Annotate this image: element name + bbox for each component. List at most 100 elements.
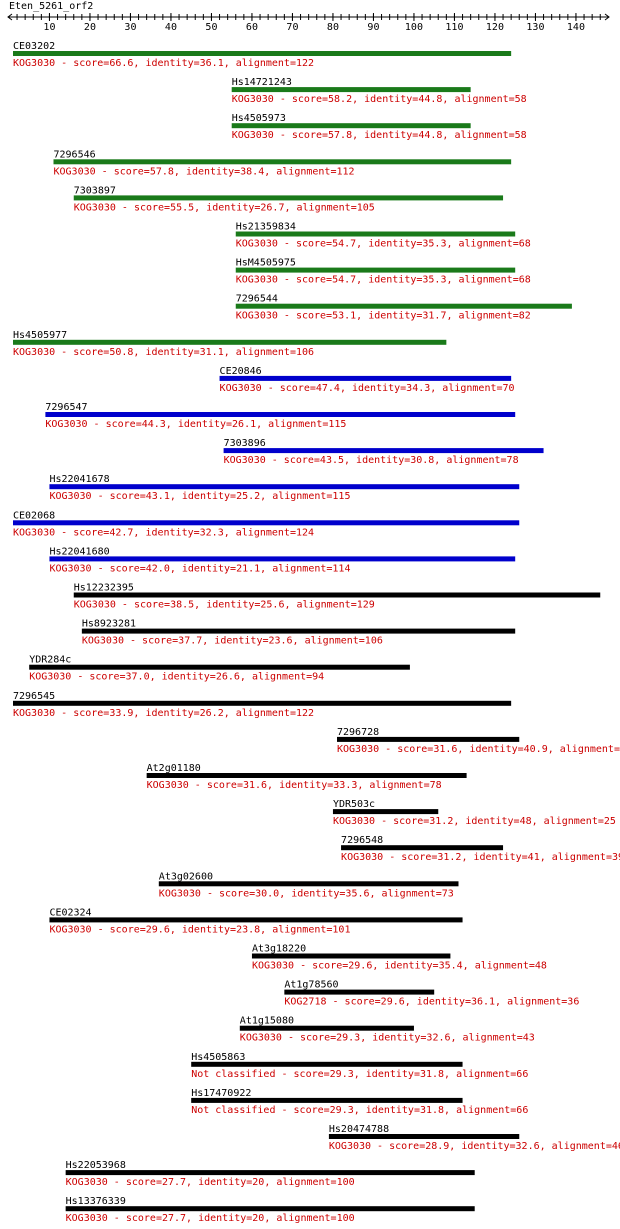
hit-bar[interactable]: [239, 1025, 414, 1031]
hit-bar[interactable]: [73, 592, 601, 598]
hit-bar[interactable]: [158, 881, 459, 887]
hit-bar[interactable]: [328, 1134, 520, 1139]
hit-id-label: Hs22041678: [49, 474, 109, 485]
ruler-tick-label: 40: [165, 22, 177, 33]
hit-description: KOG3030 - score=31.6, identity=33.3, ali…: [147, 780, 442, 791]
hit-description: KOG3030 - score=50.8, identity=31.1, ali…: [13, 347, 314, 358]
hit-description: KOG3030 - score=30.0, identity=35.6, ali…: [159, 888, 454, 899]
hit-id-label: At2g01180: [147, 763, 201, 774]
ruler-tick-label: 130: [526, 22, 544, 33]
hit-description: KOG3030 - score=54.7, identity=35.3, ali…: [236, 275, 531, 286]
hit-bar[interactable]: [191, 1061, 463, 1067]
hit-description: KOG3030 - score=57.8, identity=38.4, ali…: [54, 166, 355, 177]
hit-id-label: 7296545: [13, 691, 55, 702]
hit-bar[interactable]: [65, 1206, 475, 1212]
hit-bar[interactable]: [13, 51, 512, 56]
hit-id-label: Hs4505977: [13, 330, 67, 341]
hit-bar[interactable]: [13, 700, 512, 706]
hit-bar[interactable]: [49, 556, 516, 562]
hit-id-label: 7303897: [74, 185, 116, 196]
hit-description: Not classified - score=29.3, identity=31…: [191, 1069, 528, 1080]
hit-description: KOG3030 - score=66.6, identity=36.1, ali…: [13, 58, 314, 69]
hit-id-label: 7296544: [236, 294, 278, 305]
hit-id-label: 7303896: [224, 438, 266, 449]
hit-bar[interactable]: [49, 484, 520, 490]
hit-description: KOG3030 - score=55.5, identity=26.7, ali…: [74, 202, 375, 213]
ruler-tick-label: 60: [246, 22, 258, 33]
hit-id-label: Hs4505863: [191, 1052, 245, 1063]
hit-bar[interactable]: [146, 773, 467, 778]
hit-bar[interactable]: [65, 1170, 475, 1176]
hit-bar[interactable]: [223, 448, 544, 454]
hit-description: KOG3030 - score=37.0, identity=26.6, ali…: [29, 672, 324, 683]
hit-id-label: 7296548: [341, 835, 383, 846]
hit-id-label: YDR503c: [333, 799, 375, 810]
hit-bar[interactable]: [284, 989, 435, 995]
hit-bar[interactable]: [49, 917, 463, 923]
hit-bar[interactable]: [231, 87, 471, 93]
hit-bar[interactable]: [29, 664, 410, 670]
ruler-arrow-left: [7, 13, 13, 21]
hit-description: KOG3030 - score=33.9, identity=26.2, ali…: [13, 708, 314, 719]
hit-description: KOG3030 - score=27.7, identity=20, align…: [66, 1213, 355, 1224]
hit-description: Not classified - score=29.3, identity=31…: [191, 1105, 528, 1116]
hit-id-label: Hs8923281: [82, 619, 136, 630]
hit-bar[interactable]: [81, 628, 516, 634]
hit-bar[interactable]: [219, 375, 512, 381]
hit-description: KOG3030 - score=44.3, identity=26.1, ali…: [45, 419, 346, 430]
ruler-tick-label: 20: [84, 22, 96, 33]
hit-bar[interactable]: [235, 303, 572, 309]
hit-description: KOG3030 - score=37.7, identity=23.6, ali…: [82, 636, 383, 647]
hit-bar[interactable]: [13, 520, 520, 526]
hit-description: KOG3030 - score=58.2, identity=44.8, ali…: [232, 94, 527, 105]
hit-id-label: Hs22053968: [66, 1160, 126, 1171]
hit-id-label: Hs20474788: [329, 1124, 389, 1135]
hit-id-label: Hs22041680: [49, 546, 109, 557]
hit-bar[interactable]: [45, 412, 516, 417]
hit-bar[interactable]: [235, 231, 516, 237]
hit-id-label: At3g02600: [159, 871, 213, 882]
hit-bar[interactable]: [13, 339, 447, 345]
ruler-arrow-right: [604, 13, 610, 21]
hit-bar[interactable]: [53, 159, 512, 165]
hit-bar[interactable]: [341, 845, 504, 851]
hit-bar[interactable]: [73, 195, 504, 201]
hit-description: KOG3030 - score=42.7, identity=32.3, ali…: [13, 527, 314, 538]
hit-description: KOG3030 - score=28.9, identity=32.6, ali…: [329, 1141, 620, 1152]
hit-bar[interactable]: [337, 736, 520, 742]
hit-bar[interactable]: [332, 809, 439, 815]
hit-bar[interactable]: [191, 1097, 463, 1103]
ruler-tick-label: 30: [124, 22, 136, 33]
hit-bar[interactable]: [235, 267, 516, 273]
hit-id-label: 7296546: [54, 149, 96, 160]
hit-bar[interactable]: [231, 123, 471, 129]
hit-id-label: YDR284c: [29, 655, 71, 666]
hit-id-label: CE03202: [13, 41, 55, 52]
hit-bar[interactable]: [251, 953, 451, 959]
hit-id-label: Hs12232395: [74, 583, 134, 594]
hit-description: KOG3030 - score=43.1, identity=25.2, ali…: [49, 491, 350, 502]
